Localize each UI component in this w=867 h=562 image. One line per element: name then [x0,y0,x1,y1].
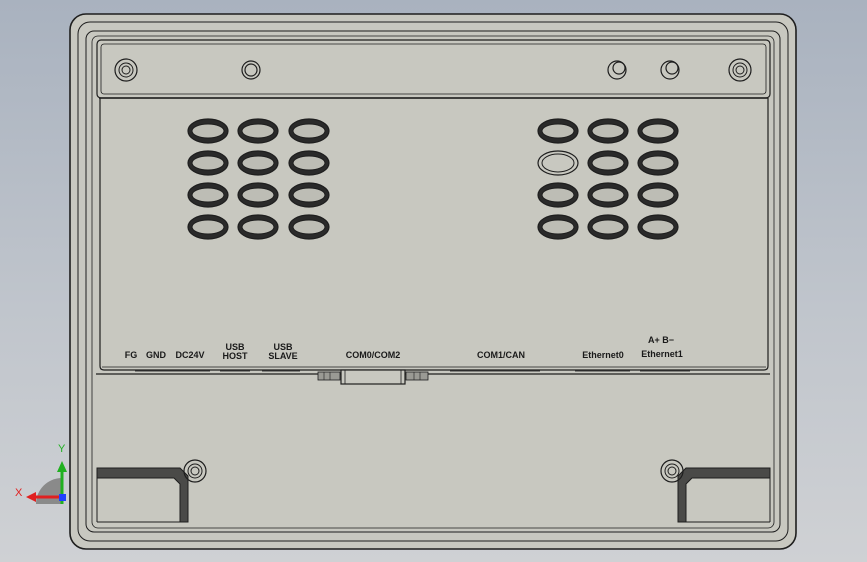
vent-slot [187,214,229,240]
vent-slot [288,214,330,240]
vent-slot [537,214,579,240]
vent-grid-left [187,118,330,240]
vent-slot [237,182,279,208]
top-strip [96,39,771,99]
vent-slot [637,118,679,144]
usb-slave-line2: SLAVE [268,351,298,361]
vent-slot [187,150,229,176]
usb-host-label: USB HOST [217,343,253,361]
device-housing [69,13,797,550]
vent-grid-right [537,118,679,240]
vent-slot [288,182,330,208]
vent-slot [637,150,679,176]
ethernet1-label: Ethernet1 [641,349,683,359]
vent-slot [237,150,279,176]
vent-slot [587,150,629,176]
mounting-hole-icon [241,60,261,80]
usb-slave-label: USB SLAVE [264,343,302,361]
vent-slot [288,150,330,176]
vent-slot [237,214,279,240]
usb-host-line1: USB [225,342,245,352]
main-panel [96,98,770,375]
vent-slot [587,182,629,208]
vent-slot [537,182,579,208]
dc24v-label: DC24V [175,350,205,360]
axis-triad [26,461,67,504]
vent-slot [187,118,229,144]
axis-x-label: X [15,487,23,499]
screw-icon [114,58,138,82]
vent-slot [288,118,330,144]
fg-label: FG [124,350,138,360]
vent-slot [587,118,629,144]
mounting-hole-icon [660,60,680,80]
vent-slot [637,182,679,208]
axis-y-label: Y [58,443,66,455]
db9-connector [317,369,429,385]
vent-slot [537,150,579,176]
mounting-hole-icon [607,60,627,80]
screw-icon [728,58,752,82]
vent-slot [537,118,579,144]
com0-com2-label: COM0/COM2 [345,350,401,360]
com1-can-label: COM1/CAN [476,350,525,360]
vent-slot [237,118,279,144]
ethernet0-label: Ethernet0 [582,350,624,360]
vent-slot [587,214,629,240]
right-foot [660,459,771,523]
left-foot [96,459,207,523]
vent-slot [187,182,229,208]
can-terminals-label: A+ B− [647,335,674,345]
gnd-label: GND [146,350,166,360]
vent-slot [637,214,679,240]
usb-slave-line1: USB [273,342,293,352]
usb-host-line2: HOST [222,351,248,361]
